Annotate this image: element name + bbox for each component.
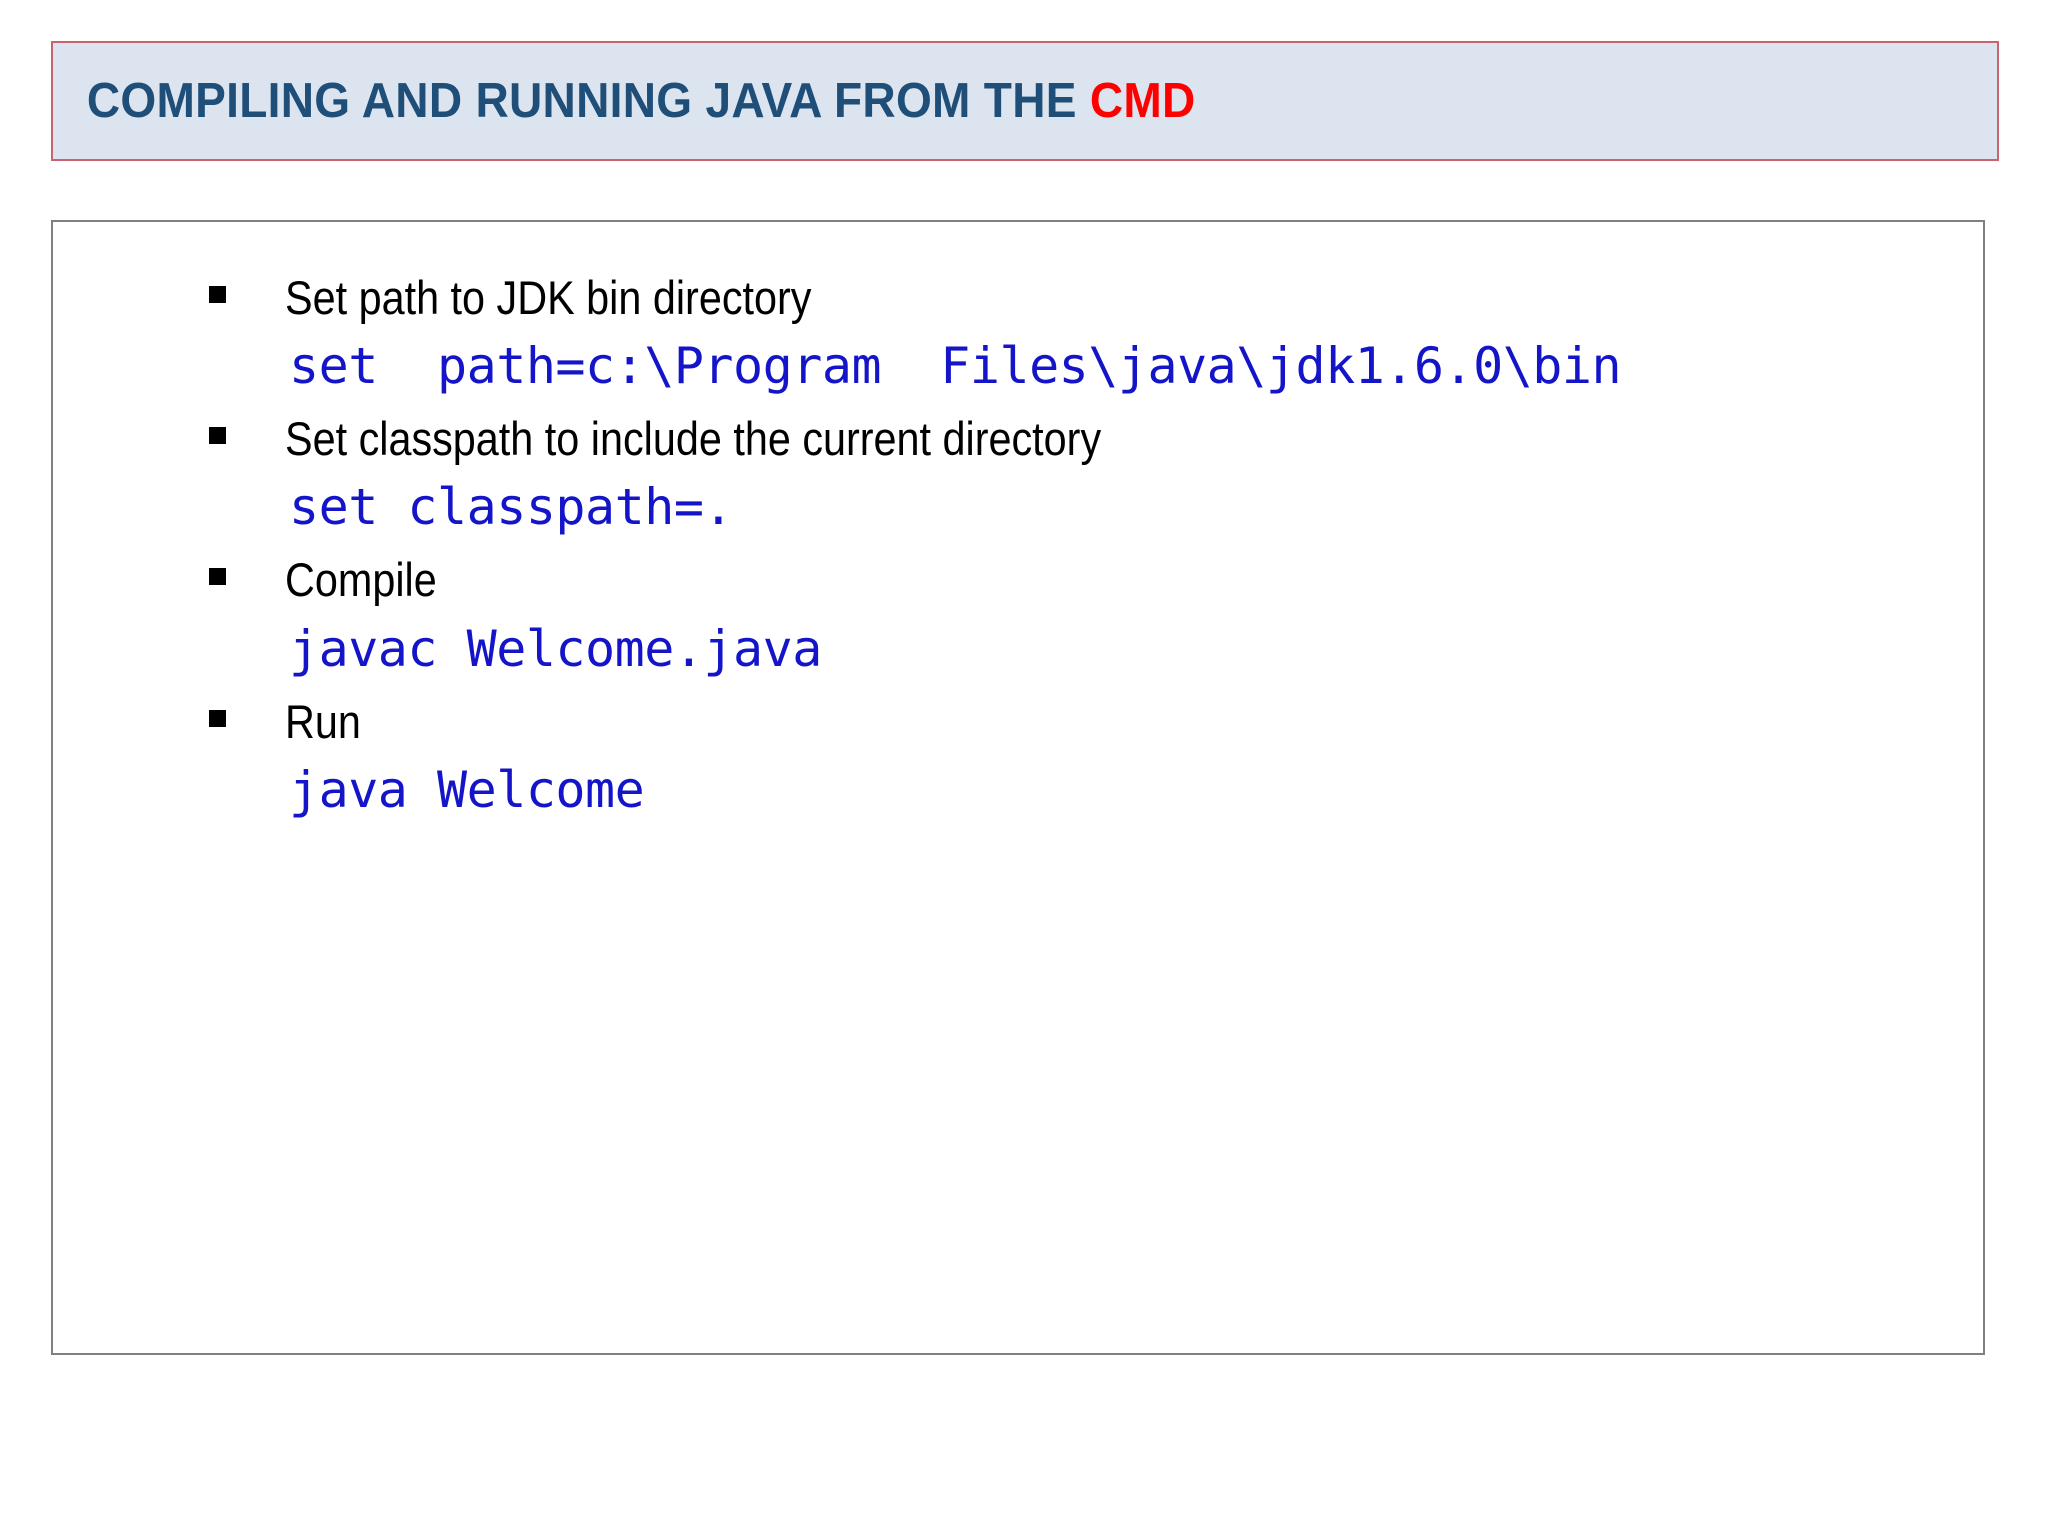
code-line-text: set path=c:\Program Files\java\jdk1.6.0\… bbox=[289, 337, 1622, 396]
square-bullet-icon bbox=[209, 709, 233, 727]
list-item: Run bbox=[77, 692, 1959, 751]
list-item-label: Set classpath to include the current dir… bbox=[285, 412, 1102, 466]
code-line-text: set classpath=. bbox=[289, 478, 734, 537]
slide-title-banner: COMPILING AND RUNNING JAVA FROM THE CMD bbox=[51, 41, 1999, 161]
code-line: set path=c:\Program Files\java\jdk1.6.0\… bbox=[77, 333, 1959, 399]
slide-content-box: Set path to JDK bin directory set path=c… bbox=[51, 220, 1985, 1355]
list-item-label: Compile bbox=[285, 553, 437, 607]
code-line: java Welcome bbox=[77, 757, 1959, 823]
list-item: Set classpath to include the current dir… bbox=[77, 409, 1959, 468]
page-title-main: COMPILING AND RUNNING JAVA FROM THE bbox=[86, 74, 1090, 128]
square-bullet-icon bbox=[209, 286, 233, 303]
list-item: Set path to JDK bin directory bbox=[77, 268, 1959, 327]
square-bullet-icon bbox=[209, 568, 233, 586]
list-item-label: Run bbox=[285, 694, 361, 748]
code-line-text: java Welcome bbox=[289, 760, 645, 819]
code-line: set classpath=. bbox=[77, 474, 1959, 540]
page-title: COMPILING AND RUNNING JAVA FROM THE CMD bbox=[53, 73, 1196, 129]
list-item-label: Set path to JDK bin directory bbox=[285, 271, 812, 324]
list-item: Compile bbox=[77, 550, 1959, 609]
code-line-text: javac Welcome.java bbox=[289, 619, 822, 678]
code-line: javac Welcome.java bbox=[77, 616, 1959, 682]
square-bullet-icon bbox=[209, 427, 233, 445]
page-title-accent: CMD bbox=[1089, 74, 1196, 128]
